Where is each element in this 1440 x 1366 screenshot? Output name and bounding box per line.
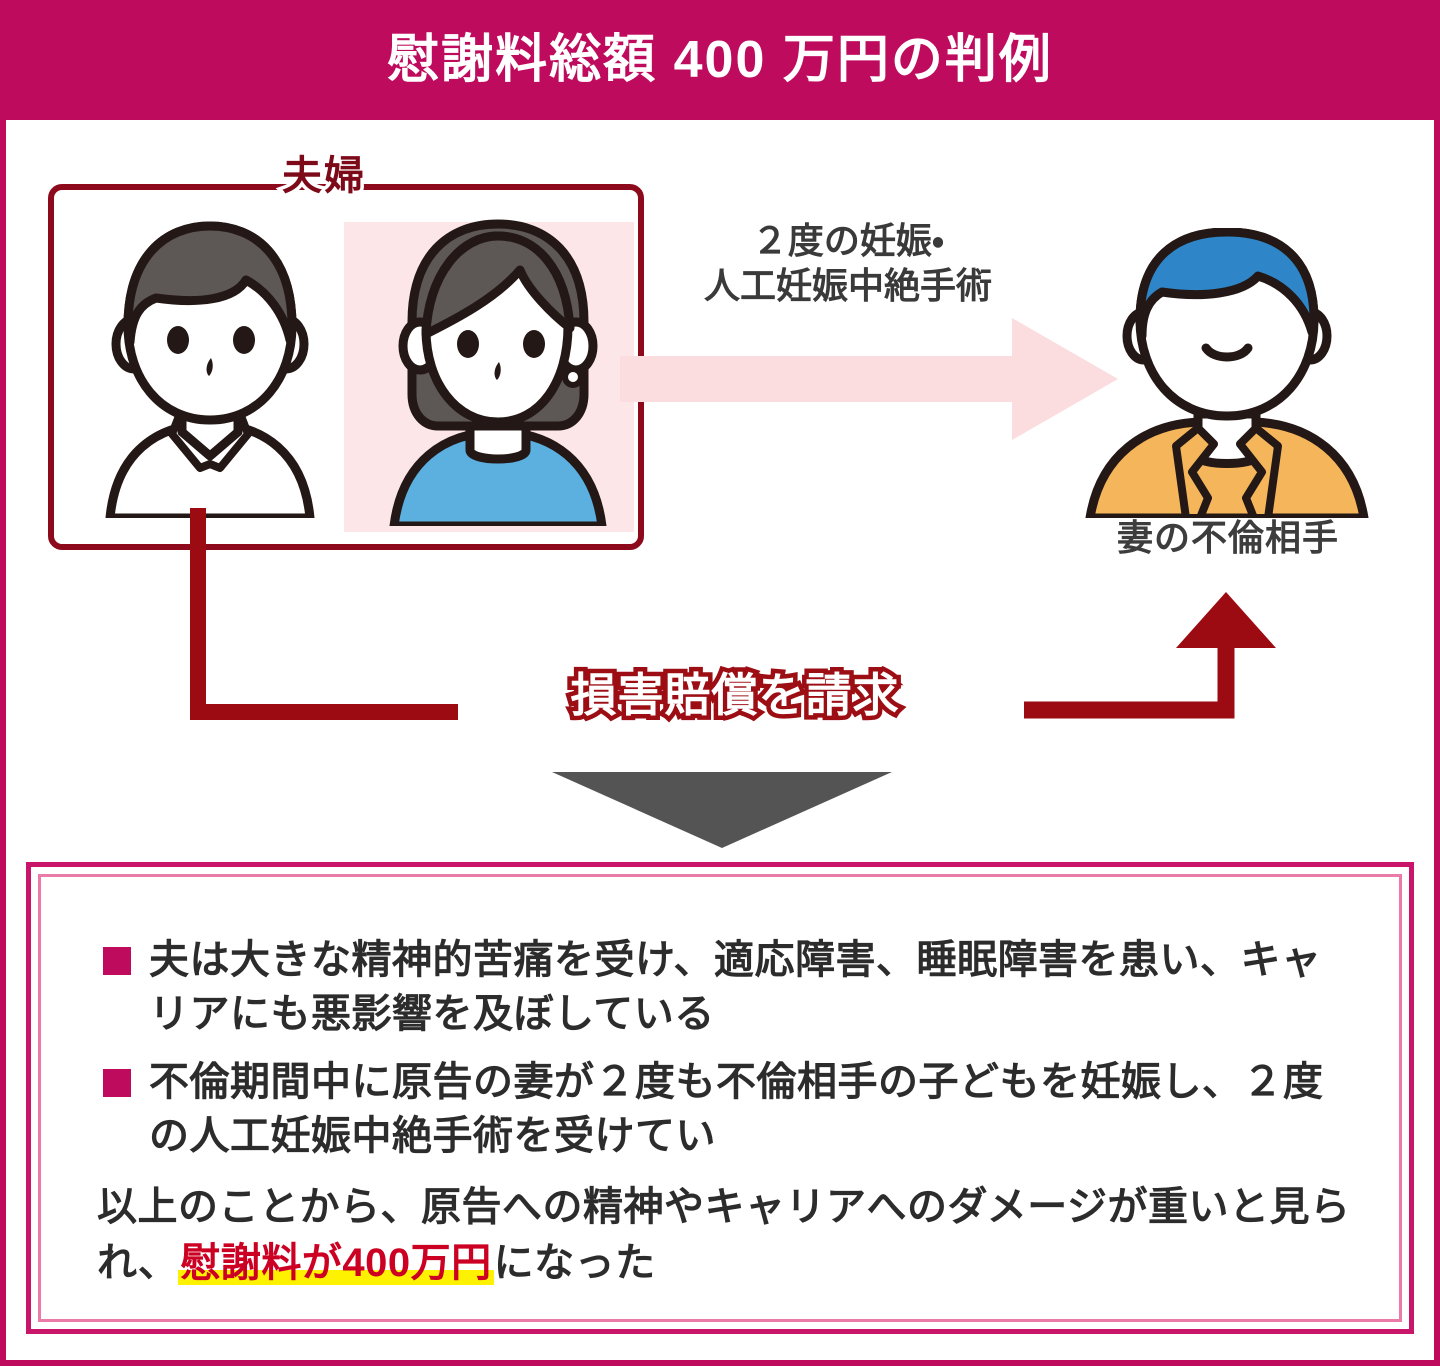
affair-partner-avatar-icon xyxy=(1085,228,1369,518)
list-item: 夫は大きな精神的苦痛を受け、適応障害、睡眠障害を患い、キャリアにも悪影響を及ぼし… xyxy=(85,933,1359,1041)
bullet-square-icon xyxy=(103,947,131,975)
ruling-result-box: 夫は大きな精神的苦痛を受け、適応障害、睡眠障害を患い、キャリアにも悪影響を及ぼし… xyxy=(26,862,1414,1334)
page-title: 慰謝料総額 400 万円の判例 xyxy=(387,31,1053,89)
conclusion-paragraph: 以上のことから、原告への精神やキャリアへのダメージが重いと見られ、慰謝料が400… xyxy=(85,1179,1359,1291)
ruling-result-inner: 夫は大きな精神的苦痛を受け、適応障害、睡眠障害を患い、キャリアにも悪影響を及ぼし… xyxy=(38,874,1402,1322)
conclusion-suffix: になった xyxy=(493,1241,656,1285)
arrow-caption: ２度の妊娠・ 人工妊娠中絶手術 xyxy=(648,217,1048,309)
couple-box-label: 夫婦 xyxy=(279,153,368,200)
header-banner: 慰謝料総額 400 万円の判例 xyxy=(0,0,1440,120)
affair-partner-label: 妻の不倫相手 xyxy=(1116,517,1339,558)
pregnancy-arrow-icon xyxy=(620,318,1118,440)
down-triangle-icon xyxy=(552,772,892,848)
ruling-bullet-text: 夫は大きな精神的苦痛を受け、適応障害、睡眠障害を患い、キャリアにも悪影響を及ぼし… xyxy=(149,938,1322,1036)
bullet-square-icon xyxy=(103,1069,131,1097)
claim-to-partner-arrow xyxy=(1024,592,1276,719)
arrow-caption-line-2: 人工妊娠中絶手術 xyxy=(701,262,995,309)
list-item: 不倫期間中に原告の妻が２度も不倫相手の子どもを妊娠し、２度の人工妊娠中絶手術を受… xyxy=(85,1055,1359,1163)
damage-claim-label: 損害賠償を請求 xyxy=(566,668,903,723)
husband-avatar-icon xyxy=(105,221,315,518)
conclusion-prefix: 以上のことから、原告への精神やキャリアへのダメージが重いと見られ、 xyxy=(97,1185,1351,1285)
couple-to-claim-connector xyxy=(190,508,458,720)
conclusion-highlight: 慰謝料が400万円 xyxy=(178,1241,494,1285)
ruling-bullet-text: 不倫期間中に原告の妻が２度も不倫相手の子どもを妊娠し、２度の人工妊娠中絶手術を受… xyxy=(149,1060,1324,1158)
wife-avatar-icon xyxy=(389,219,607,526)
arrow-caption-line-1: ２度の妊娠・ xyxy=(749,217,947,264)
